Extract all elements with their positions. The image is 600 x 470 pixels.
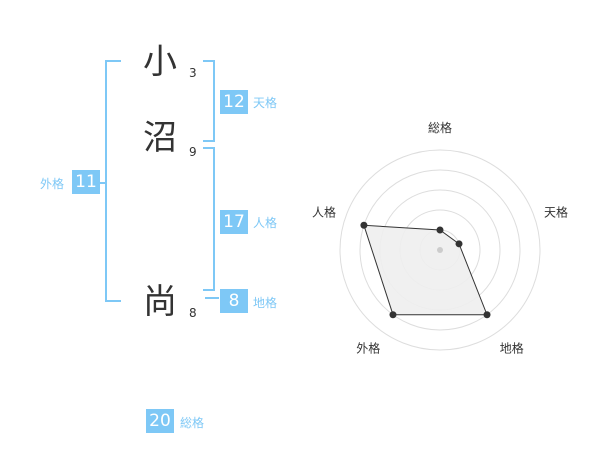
stroke-count-1: 3 (189, 66, 197, 80)
radar-data-polygon (363, 224, 488, 316)
radar-center-dot (437, 247, 443, 253)
radar-point-3 (483, 311, 491, 319)
radar-point-5 (360, 221, 368, 229)
name-char-1: 小 (143, 42, 177, 82)
soukaku-value-badge: 20 (146, 409, 174, 433)
jinkaku-value-badge: 17 (220, 210, 248, 234)
jinkaku-label: 人格 (253, 216, 278, 230)
radar-points (360, 221, 491, 319)
tenkaku-value-badge: 12 (220, 90, 248, 114)
chikaku-label: 地格 (253, 296, 278, 310)
gaikaku-connector (99, 182, 105, 184)
name-char-3: 尚 (143, 282, 177, 322)
chikaku-connector (205, 297, 219, 299)
radar-grid-ring (359, 169, 521, 331)
radar-axis-label-4: 外格 (356, 341, 380, 356)
gaikaku-value-badge: 11 (72, 170, 100, 194)
name-char-2: 沼 (143, 118, 177, 158)
radar-axis-label-3: 地格 (500, 341, 524, 356)
radar-axis-label-5: 人格 (312, 204, 336, 219)
radar-point-4 (389, 311, 397, 319)
stroke-count-3: 8 (189, 306, 197, 320)
tenkaku-label: 天格 (253, 96, 278, 110)
radar-axis-label-2: 天格 (544, 204, 568, 219)
gaikaku-label: 外格 (40, 177, 65, 191)
radar-grid-ring (339, 149, 541, 351)
radar-point-1 (436, 226, 444, 234)
radar-axis-label-1: 総格 (428, 120, 452, 135)
radar-point-2 (455, 240, 463, 248)
tenkaku-bracket (203, 60, 215, 142)
jinkaku-bracket (203, 147, 215, 291)
stroke-count-2: 9 (189, 145, 197, 159)
soukaku-label: 総格 (180, 416, 205, 430)
chikaku-value-badge: 8 (220, 289, 248, 313)
gaikaku-bracket (105, 60, 121, 302)
